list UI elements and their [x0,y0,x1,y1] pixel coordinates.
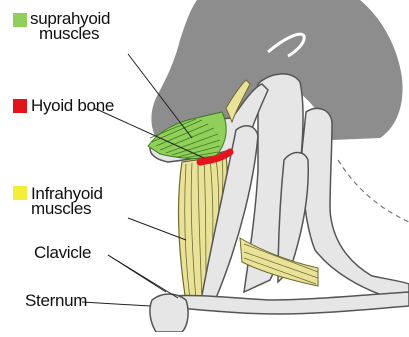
suprahyoid-swatch [13,13,27,27]
sternum-label: Sternum [25,293,87,308]
hyoid-label-text: Hyoid bone [31,98,114,113]
sternum-label-text: Sternum [25,293,87,308]
hyoid-label: Hyoid bone [31,98,114,113]
suprahyoid-label: suprahyoid muscles [30,11,110,41]
sternum [150,294,188,332]
clavicle-label-text: Clavicle [34,245,91,260]
infrahyoid-label-line2: muscles [31,201,103,216]
suprahyoid-label-line2: muscles [30,26,110,41]
infrahyoid-swatch [13,186,27,200]
hyoid-swatch [13,99,27,113]
neck-outline-dashed [338,160,409,222]
infrahyoid-label: Infrahyoid muscles [31,186,103,216]
clavicle-label: Clavicle [34,245,91,260]
